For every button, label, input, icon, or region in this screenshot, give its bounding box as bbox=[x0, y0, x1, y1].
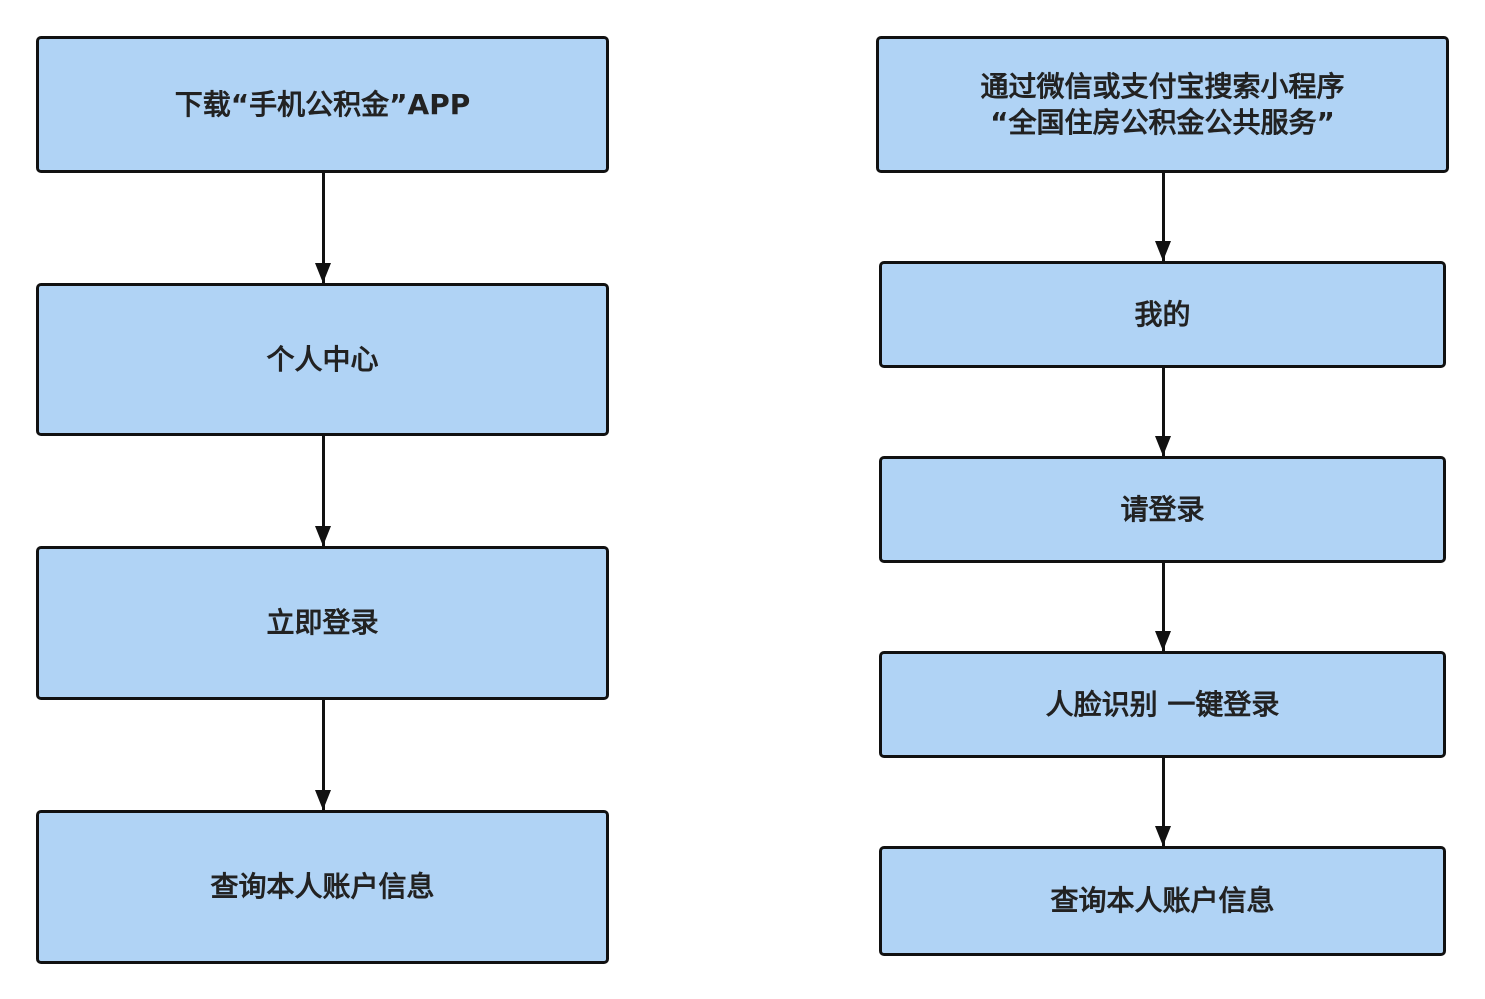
right-step-search-miniprogram: 通过微信或支付宝搜索小程序 “全国住房公积金公共服务” bbox=[876, 36, 1449, 173]
right-step-face-login: 人脸识别 一键登录 bbox=[879, 651, 1446, 758]
left-step-personal-center-label: 个人中心 bbox=[266, 342, 379, 376]
left-step-login-now: 立即登录 bbox=[36, 546, 609, 700]
right-arrow-3 bbox=[1155, 563, 1171, 651]
left-arrow-2 bbox=[315, 436, 331, 546]
right-step-search-miniprogram-line1: 通过微信或支付宝搜索小程序 bbox=[980, 69, 1345, 103]
left-arrow-3 bbox=[315, 700, 331, 810]
right-arrow-1 bbox=[1155, 173, 1171, 261]
left-step-download-app-label: 下载“手机公积金”APP bbox=[174, 87, 471, 121]
right-step-mine: 我的 bbox=[879, 261, 1446, 368]
right-step-please-login: 请登录 bbox=[879, 456, 1446, 563]
right-arrow-2 bbox=[1155, 368, 1171, 456]
right-step-query-account: 查询本人账户信息 bbox=[879, 846, 1446, 956]
left-step-query-account-label: 查询本人账户信息 bbox=[210, 870, 435, 903]
left-step-download-app: 下载“手机公积金”APP bbox=[36, 36, 609, 173]
right-arrow-4 bbox=[1155, 758, 1171, 846]
left-step-query-account: 查询本人账户信息 bbox=[36, 810, 609, 964]
right-step-mine-label: 我的 bbox=[1134, 297, 1191, 331]
right-step-search-miniprogram-line2: “全国住房公积金公共服务” bbox=[990, 105, 1335, 139]
right-step-face-login-label: 人脸识别 一键登录 bbox=[1045, 687, 1280, 721]
right-step-please-login-label: 请登录 bbox=[1120, 492, 1205, 526]
left-step-personal-center: 个人中心 bbox=[36, 283, 609, 436]
left-step-login-now-label: 立即登录 bbox=[266, 606, 379, 639]
left-arrow-1 bbox=[315, 173, 331, 283]
right-step-query-account-label: 查询本人账户信息 bbox=[1050, 884, 1275, 917]
